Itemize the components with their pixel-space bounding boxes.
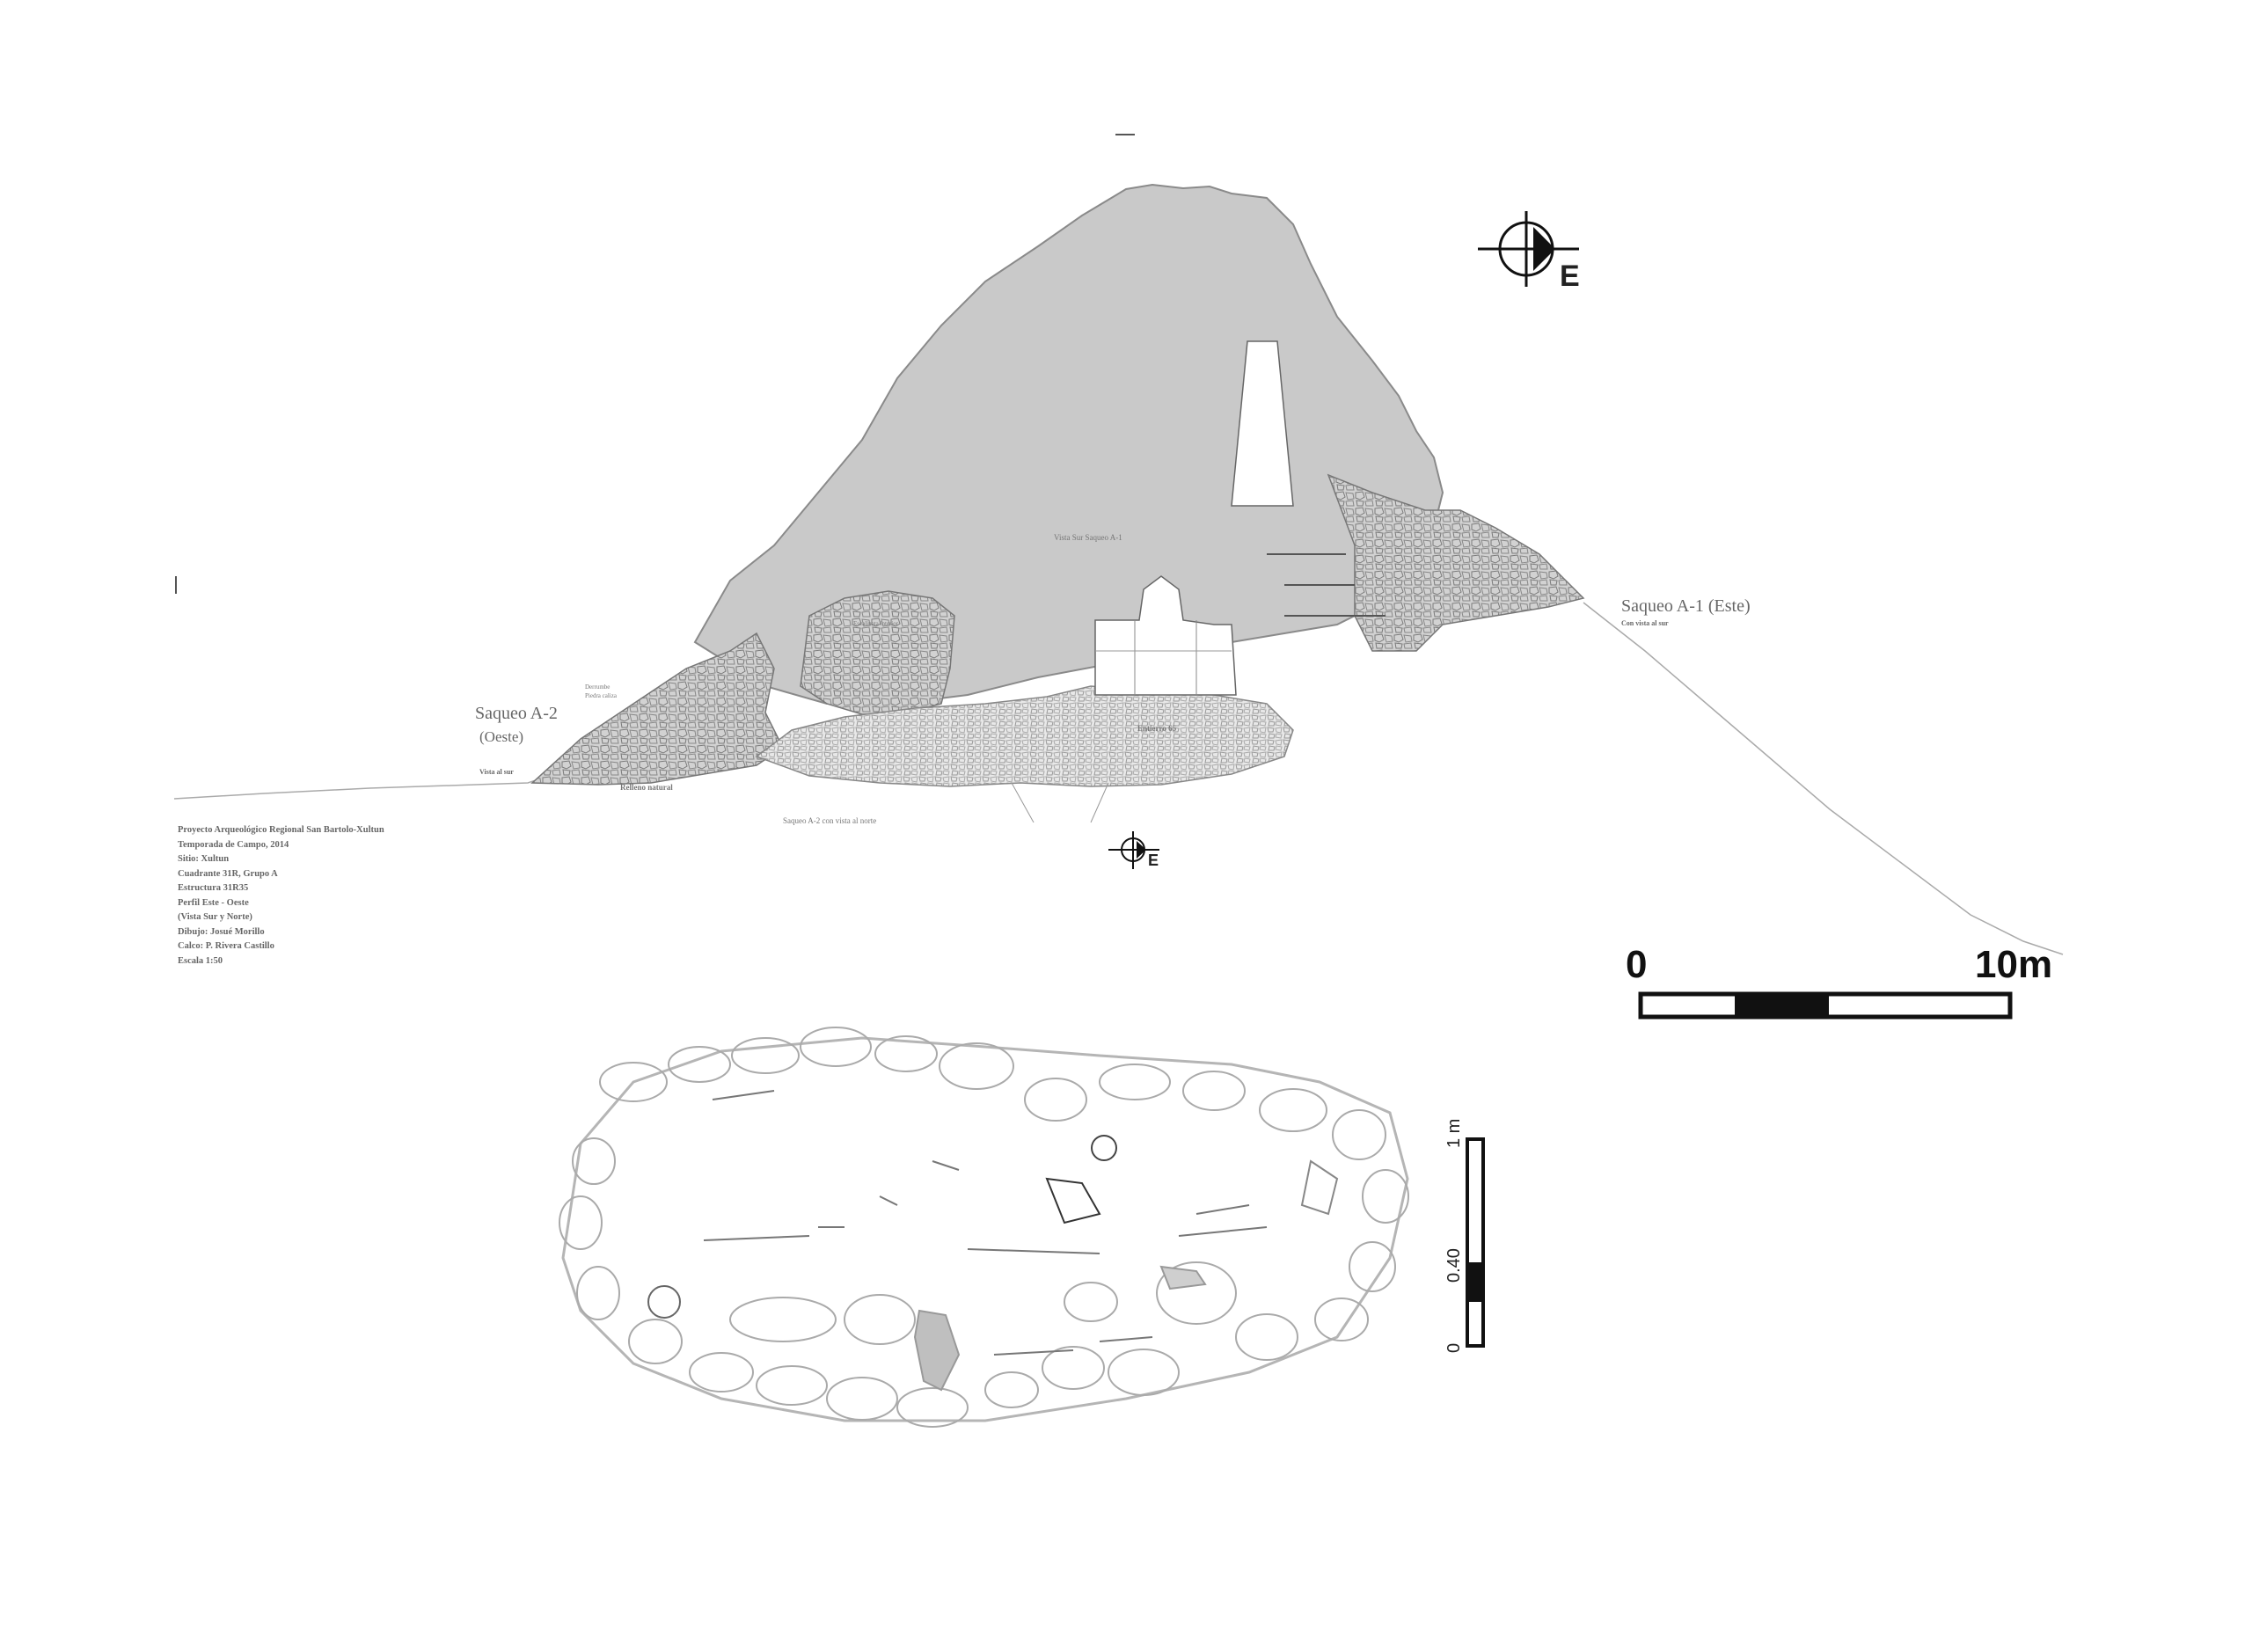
plan-scale-mid-label: 0.40 [1444, 1248, 1464, 1283]
section-ray [1011, 782, 1035, 823]
west-saqueo-view: Vista al sur [479, 768, 514, 776]
scale-bar-graphic [1638, 991, 2013, 1020]
info-line: Perfil Este - Oeste [178, 897, 249, 908]
east-saqueo-view: Con vista al sur [1621, 619, 1669, 627]
info-line: Cuadrante 31R, Grupo A [178, 868, 278, 879]
scale-end-label: 10m [1975, 943, 2053, 986]
rubble-east-slope [1327, 473, 1585, 652]
rubble-chamber-base [755, 685, 1294, 787]
entierro-label: Entierro 65 [1137, 724, 1177, 733]
east-saqueo-title: Saqueo A-1 (Este) [1621, 596, 1751, 616]
info-line: Dibujo: Josué Morillo [178, 926, 265, 937]
relleno-label: Relleno natural [620, 783, 673, 792]
compass-direction-label: E [1560, 259, 1580, 293]
chamber-structure [1094, 575, 1237, 696]
north-arrow-icon [1478, 211, 1579, 287]
info-line: Escala 1:50 [178, 955, 223, 966]
scale-start-label: 0 [1626, 943, 1648, 986]
piedra-label: Piedra caliza [585, 692, 617, 699]
plan-scale-bar-graphic [1466, 1137, 1485, 1348]
skeletal-remains [647, 1090, 1339, 1392]
burial-plan-view [559, 1027, 1409, 1428]
west-saqueo-title: Saqueo A-2 [475, 704, 558, 723]
inner-label: Escalinata interior [853, 620, 899, 627]
tunnel-cavity [1231, 340, 1294, 507]
plan-scale-top-label: 1 m [1444, 1118, 1464, 1148]
info-line: Proyecto Arqueológico Regional San Barto… [178, 825, 384, 835]
section-ray [1090, 782, 1109, 823]
info-line: Estructura 31R35 [178, 883, 249, 893]
west-saqueo-direction: (Oeste) [479, 728, 524, 745]
plan-scale-bottom-label: 0 [1444, 1342, 1464, 1353]
north-arrow-small-icon [1108, 831, 1159, 869]
center-profile-label: Vista Sur Saqueo A-1 [1054, 533, 1122, 542]
info-line: (Vista Sur y Norte) [178, 912, 252, 922]
info-line: Temporada de Campo, 2014 [178, 839, 289, 850]
bottom-caption: Saqueo A-2 con vista al norte [783, 816, 877, 825]
rubble-west-slope [530, 632, 784, 786]
info-line: Calco: P. Rivera Castillo [178, 941, 274, 951]
rubble-west-wall [800, 590, 955, 715]
compass-small-direction-label: E [1148, 852, 1159, 869]
mound-profile [693, 183, 1444, 705]
derrumbe-label: Derrumbe [585, 683, 611, 691]
info-line: Sitio: Xultun [178, 854, 230, 864]
drawing-info-block: Proyecto Arqueológico Regional San Barto… [178, 823, 384, 969]
